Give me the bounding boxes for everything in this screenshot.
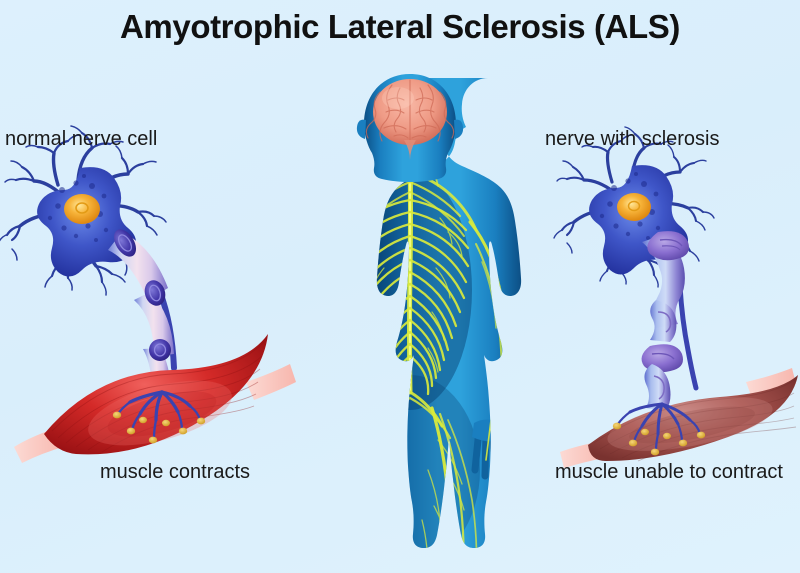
- head-and-brain: [356, 74, 464, 182]
- axon-terminals-healthy: [116, 390, 202, 440]
- synaptic-plates-atrophied: [612, 422, 706, 456]
- ear-left: [356, 119, 366, 139]
- axon-sclerotic: [641, 231, 699, 410]
- brain-highlight: [382, 87, 414, 109]
- neuron-nucleus-normal: [64, 194, 100, 224]
- muscle-fibers-atrophied: [593, 378, 797, 462]
- demyelinated-segment-2: [644, 364, 671, 410]
- soma-speckles-sclerotic: [599, 172, 661, 240]
- soma-speckles-normal: [47, 174, 109, 242]
- nucleolus-normal: [75, 202, 89, 214]
- muscle-fibers-healthy: [51, 341, 265, 453]
- synaptic-plates-healthy: [112, 411, 206, 444]
- brain-gyri: [365, 79, 455, 146]
- brainstem: [404, 140, 416, 160]
- sclerotic-neuron-group: [553, 126, 715, 410]
- ear-right: [454, 119, 464, 139]
- hands: [471, 419, 508, 480]
- axon-normal: [108, 229, 177, 393]
- atrophied-muscle-group: [560, 368, 798, 468]
- normal-neuron-group: [0, 125, 177, 393]
- muscle-core-atrophied: [629, 406, 755, 444]
- muscle-highlight-atrophied: [607, 397, 773, 451]
- neuron-nucleus-sclerotic: [617, 193, 651, 221]
- nucleolus-sclerotic: [627, 200, 641, 212]
- healthy-muscle-group: [14, 334, 296, 463]
- muscle-belly-atrophied: [588, 375, 798, 461]
- tendon-right-atrophied: [746, 368, 796, 398]
- muscle-core-healthy: [107, 391, 217, 437]
- tendon-right-healthy: [246, 364, 296, 400]
- human-body-figure: [356, 74, 522, 548]
- muscle-highlight-healthy: [88, 380, 232, 446]
- demyelinated-swelling: [650, 300, 677, 342]
